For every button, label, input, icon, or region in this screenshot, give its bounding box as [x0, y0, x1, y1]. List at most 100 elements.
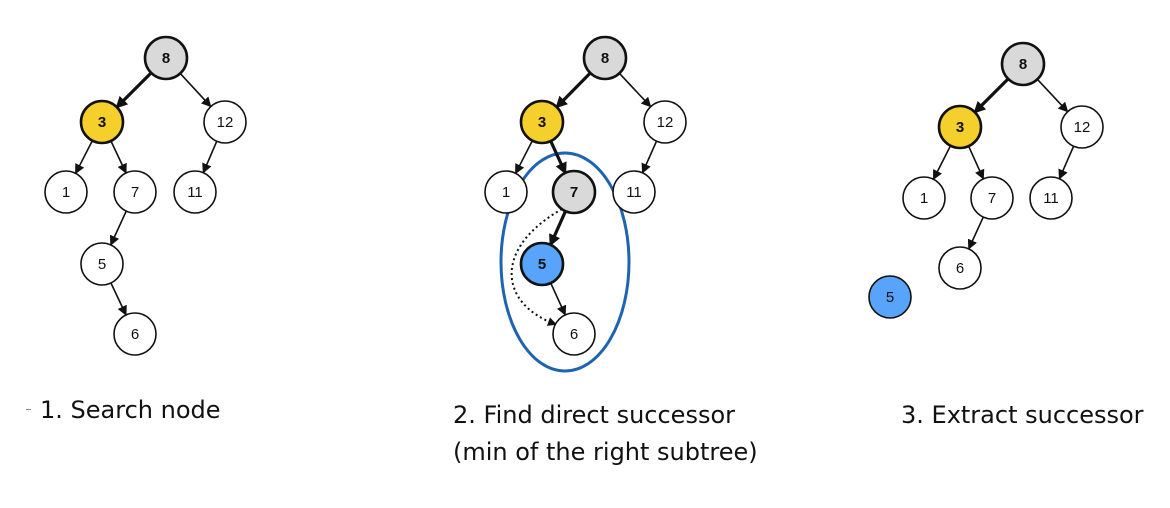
node-label: 12	[217, 114, 234, 131]
node-label: 12	[1074, 119, 1091, 136]
node-label: 8	[601, 50, 609, 67]
node-label: 6	[956, 260, 964, 277]
node-circle	[113, 312, 157, 356]
node-circle	[937, 104, 983, 150]
caption-line: (min of the right subtree)	[453, 438, 758, 466]
node-label: 11	[187, 184, 203, 201]
node-circle	[44, 170, 88, 214]
node-label: 12	[657, 114, 674, 131]
tree-node-12: 12	[203, 100, 247, 144]
node-label: 7	[570, 184, 578, 201]
stray-tick-mark	[26, 409, 31, 410]
node-circle	[80, 242, 124, 286]
tree-node-11: 11	[173, 170, 217, 214]
tree-node-12: 12	[1060, 105, 1104, 149]
node-circle	[551, 169, 597, 215]
node-label: 6	[570, 326, 578, 343]
tree-node-5: 5	[868, 275, 912, 319]
node-label: 3	[538, 114, 546, 131]
tree-node-11: 11	[1029, 176, 1073, 220]
node-circle	[79, 99, 125, 145]
node-circle	[552, 312, 596, 356]
caption-line: 3. Extract successor	[901, 401, 1144, 429]
edge-n8-n12	[618, 72, 652, 108]
edge-n8-n3	[115, 71, 153, 109]
tree-node-8: 8	[143, 35, 189, 81]
node-circle	[1000, 41, 1046, 87]
node-label: 5	[886, 289, 894, 306]
tree-node-5: 5	[519, 241, 565, 287]
caption-line: 1. Search node	[40, 396, 221, 424]
edge-n5-n6	[550, 282, 567, 316]
edge-n8-n3	[555, 71, 592, 109]
node-circle	[113, 170, 157, 214]
edge-n3-n7	[967, 145, 985, 180]
edge-n12-n11	[1058, 145, 1075, 180]
edge-n7-n5	[549, 210, 567, 247]
edge-n3-n1	[515, 140, 534, 175]
tree-node-8: 8	[1000, 41, 1046, 87]
edge-n7-n5	[109, 210, 127, 246]
tree-node-7: 7	[970, 176, 1014, 220]
node-label: 5	[98, 256, 106, 273]
node-circle	[902, 176, 946, 220]
node-circle	[582, 35, 628, 81]
edge-n3-n7	[110, 140, 127, 174]
node-label: 7	[131, 184, 139, 201]
tree-node-1: 1	[44, 170, 88, 214]
node-circle	[1029, 176, 1073, 220]
node-label: 3	[98, 114, 106, 131]
panel-extract: 8 3 12 1 7 11 6 5	[868, 41, 1104, 319]
tree-node-11: 11	[612, 170, 656, 214]
tree-node-3: 3	[937, 104, 983, 150]
caption-find-successor: 2. Find direct successor (min of the rig…	[453, 397, 758, 471]
node-label: 6	[131, 326, 139, 343]
node-circle	[173, 170, 217, 214]
node-label: 1	[62, 184, 70, 201]
node-label: 3	[956, 119, 964, 136]
node-circle	[143, 35, 189, 81]
caption-line: 2. Find direct successor	[453, 401, 735, 429]
tree-node-6: 6	[938, 246, 982, 290]
tree-node-8: 8	[582, 35, 628, 81]
tree-node-7: 7	[113, 170, 157, 214]
node-circle	[938, 246, 982, 290]
node-label: 11	[626, 184, 642, 201]
node-circle	[519, 99, 565, 145]
node-label: 8	[162, 50, 170, 67]
node-label: 1	[920, 190, 928, 207]
tree-node-3: 3	[79, 99, 125, 145]
edge-n8-n12	[1036, 78, 1069, 113]
node-label: 1	[502, 184, 510, 201]
node-circle	[868, 275, 912, 319]
node-label: 11	[1043, 190, 1059, 207]
tree-node-3: 3	[519, 99, 565, 145]
node-label: 7	[988, 190, 996, 207]
edge-n8-n12	[179, 72, 212, 108]
node-label: 8	[1019, 56, 1027, 73]
right-subtree-highlight	[499, 151, 631, 373]
edge-n3-n1	[933, 145, 952, 181]
edge-n3-n1	[75, 140, 94, 175]
tree-node-1: 1	[902, 176, 946, 220]
node-circle	[203, 100, 247, 144]
edge-n7-n6	[967, 216, 984, 250]
edge-n8-n3	[973, 77, 1010, 114]
node-circle	[643, 100, 687, 144]
node-circle	[484, 170, 528, 214]
caption-search: 1. Search node	[40, 392, 221, 429]
edge-n12-n11	[202, 140, 218, 174]
node-circle	[1060, 105, 1104, 149]
node-circle	[612, 170, 656, 214]
node-circle	[970, 176, 1014, 220]
tree-node-6: 6	[113, 312, 157, 356]
tree-node-6: 6	[552, 312, 596, 356]
caption-extract: 3. Extract successor	[901, 397, 1144, 434]
edge-n3-n7	[549, 140, 567, 175]
edge-n5-n6	[110, 282, 127, 316]
dotted-path-n7-n6	[510, 208, 563, 326]
tree-node-7: 7	[551, 169, 597, 215]
